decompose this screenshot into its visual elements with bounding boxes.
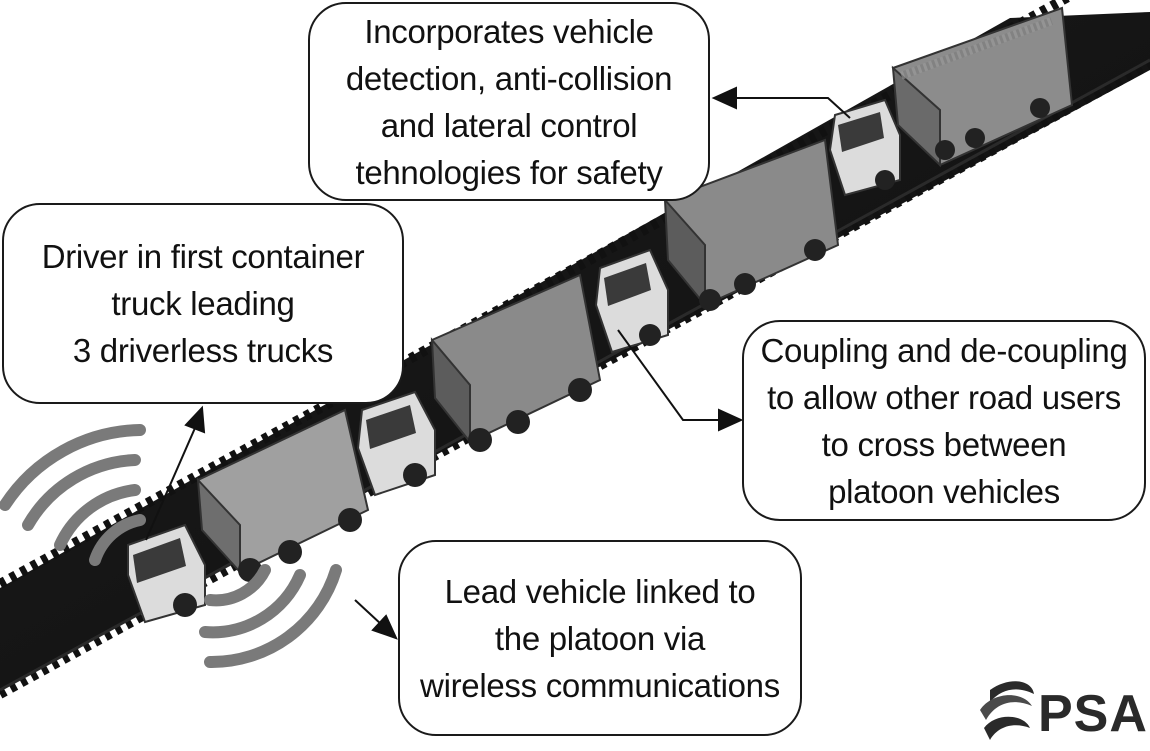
lead-truck	[127, 408, 370, 624]
psa-logo-text: PSA	[1038, 685, 1148, 743]
wireless-signal-left-icon	[0, 424, 146, 566]
callout-safety-line-3: and lateral control	[380, 106, 638, 144]
callout-safety-line-1: Incorporates vehicle	[364, 12, 654, 50]
callout-wireless-line-2: the platoon via	[494, 619, 706, 657]
callout-safety-line-4: tehnologies for safety	[355, 153, 663, 191]
callout-coupling-line-3: to cross between	[821, 425, 1067, 463]
callout-safety-line-2: detection, anti-collision	[345, 59, 673, 97]
callout-safety-technologies: Incorporates vehicle detection, anti-col…	[308, 2, 710, 201]
driverless-truck-2	[594, 138, 840, 354]
callout-wireless-line-1: Lead vehicle linked to	[444, 572, 756, 610]
callout-wireless-line-3: wireless communications	[420, 666, 780, 704]
callout-driver-line-3: 3 driverless trucks	[72, 332, 334, 369]
psa-logo-icon	[980, 681, 1034, 740]
callout-coupling-line-1: Coupling and de-coupling	[760, 331, 1128, 369]
driverless-truck-1	[356, 273, 602, 497]
driverless-truck-3	[828, 6, 1074, 197]
callout-coupling-line-4: platoon vehicles	[828, 472, 1060, 510]
callout-lead-driver: Driver in first container truck leading …	[2, 203, 404, 404]
callout-wireless-link: Lead vehicle linked to the platoon via w…	[398, 540, 802, 736]
callout-coupling-line-2: to allow other road users	[767, 378, 1121, 416]
callout-coupling: Coupling and de-coupling to allow other …	[742, 320, 1146, 521]
callout-connectors	[145, 86, 851, 640]
wireless-signal-right-icon	[199, 564, 342, 669]
callout-driver-line-2: truck leading	[111, 285, 295, 322]
callout-driver-line-1: Driver in first container	[41, 238, 365, 275]
